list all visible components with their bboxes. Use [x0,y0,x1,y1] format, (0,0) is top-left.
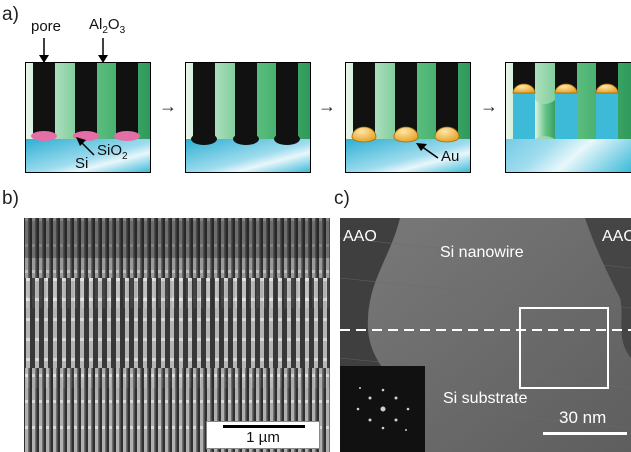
pore [75,63,97,136]
schematic-diagram [25,38,631,173]
step-arrow: → [318,96,336,116]
gold-particle [512,83,536,94]
pore [116,63,138,136]
gold-particle [554,83,578,94]
sem-scale-bar: 1 µm [206,421,320,449]
fft-region-box [519,307,609,389]
pore-label: pore [31,18,62,35]
sem-scale-label: 1 µm [246,429,280,446]
gold-particle [434,126,460,143]
silicon-substrate [26,139,150,172]
tem-scale-bar [543,432,627,435]
etched-pit [274,133,300,145]
si-nanowire [555,93,577,139]
pore [33,63,55,136]
gold-particle [595,83,619,94]
panel-a-label: a) [2,4,19,25]
tem-micrograph [340,218,631,452]
aao-region-left [340,218,400,398]
scale-bar-line [223,425,305,428]
sio2-label: SiO2 [97,142,128,162]
panel-b-label: b) [2,188,19,209]
gold-label: Au [441,148,460,165]
sio2-layer [73,131,99,141]
nanowire-array-image [24,218,330,452]
aao-region-right [585,218,631,358]
tem-scale-label: 30 nm [559,408,607,427]
step3-schematic [345,62,471,173]
si-nanowire [513,93,535,139]
silicon-label: Si [75,155,89,172]
nanowire-label: Si nanowire [440,244,524,261]
gold-particle [393,126,419,143]
si-nanowire [596,93,618,139]
substrate-label: Si substrate [443,390,528,407]
step4-schematic [505,62,631,173]
tem-image: AAO AAO Si nanowire Si substrate 30 nm [340,218,631,452]
step2-schematic [185,62,311,173]
etched-pit [233,133,259,145]
sio2-layer [114,131,140,141]
alumina-label: Al2O3 [89,16,126,36]
gold-particle [351,126,377,143]
sem-image [24,218,330,452]
step1-schematic [25,38,151,173]
panel-c-label: c) [334,188,350,209]
sio2-layer [31,131,57,141]
step-arrow: → [480,96,498,116]
aao-left-label: AAO [343,228,377,245]
step-arrow: → [159,96,177,116]
aao-right-label: AAO [602,228,631,245]
etched-pit [191,133,217,145]
